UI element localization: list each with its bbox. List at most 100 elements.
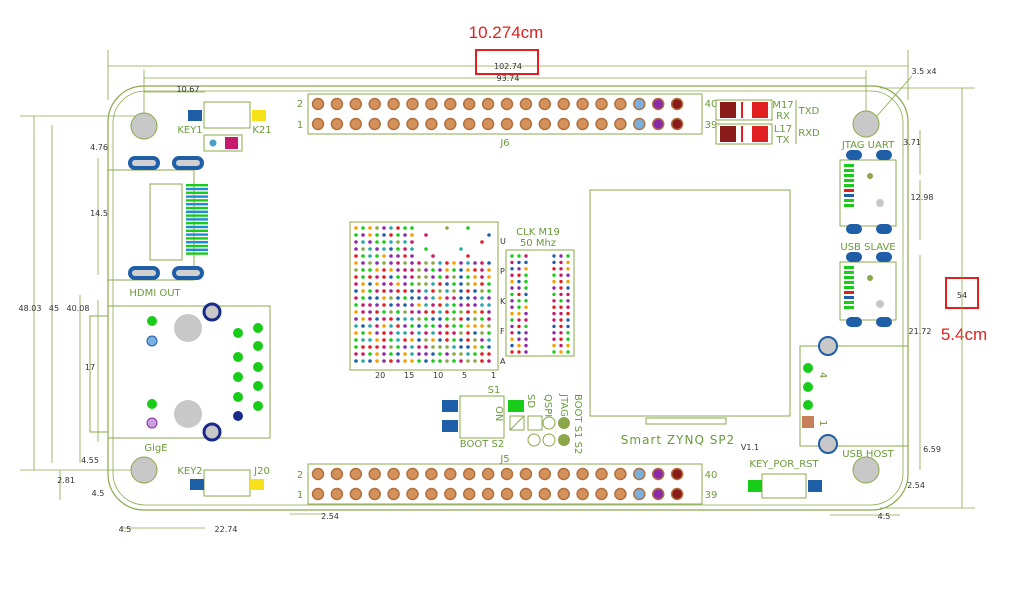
ddr-ball: [524, 254, 528, 258]
rx-label: RX: [776, 111, 790, 122]
bga-ball: [424, 352, 428, 356]
bga-ball: [473, 261, 477, 265]
header-pin: [576, 467, 589, 481]
usb-host-connector: [799, 336, 909, 454]
bga-col-label: 10: [433, 371, 443, 380]
bga-ball: [417, 310, 421, 314]
bga-ball: [452, 310, 456, 314]
bga-ball: [466, 268, 470, 272]
ddr-ball: [566, 299, 570, 303]
ddr-ball: [559, 299, 563, 303]
header-pin: [349, 97, 363, 111]
bga-ball: [445, 226, 449, 230]
ddr-ball: [559, 260, 563, 265]
dim-h-45b: 4.5: [92, 489, 105, 498]
bga-ball: [389, 310, 393, 314]
header-pin: [614, 97, 627, 111]
ddr-ball: [559, 273, 563, 277]
bga-ball: [396, 296, 400, 300]
bga-ball: [389, 303, 393, 307]
header-pin: [670, 97, 684, 111]
dim-h-476: 4.76: [90, 143, 108, 152]
bga-ball: [410, 359, 414, 363]
usb-pin: [844, 179, 854, 182]
bga-ball: [396, 289, 400, 293]
bga-ball: [473, 282, 477, 286]
boot-s2-label: BOOT S2: [460, 439, 504, 450]
bga-ball: [487, 233, 491, 237]
bga-ball: [466, 345, 470, 349]
bga-ball: [375, 331, 379, 335]
hdmi-label: HDMI OUT: [129, 288, 181, 299]
bga-ball: [424, 310, 428, 314]
bga-ball: [445, 359, 449, 363]
bga-ball: [487, 352, 491, 356]
ddr-ball: [552, 343, 556, 348]
bga-ball: [480, 317, 484, 321]
bga-ball: [438, 310, 442, 314]
bga-ball: [354, 352, 358, 356]
bga-ball: [452, 303, 456, 307]
uart-leds: [715, 99, 797, 145]
bga-ball: [487, 331, 491, 335]
bga-ball: [466, 331, 470, 335]
ddr-ball: [524, 299, 528, 303]
bga-ball: [403, 324, 407, 328]
header-pin: [557, 117, 570, 131]
bga-ball: [382, 345, 386, 349]
bga-ball: [480, 303, 484, 307]
header-pin: [500, 467, 514, 481]
hdmi-pin: [186, 187, 208, 191]
ddr-ball: [559, 350, 563, 354]
bga-ball: [445, 303, 449, 307]
bga-ball: [431, 296, 435, 300]
header-pin: [614, 487, 627, 501]
bga-ball: [368, 226, 372, 230]
led-pad-1: [209, 139, 217, 147]
bga-ball: [424, 233, 428, 237]
usb-slave-connector: [839, 252, 897, 327]
bga-ball: [375, 345, 379, 349]
bga-ball: [487, 324, 491, 328]
bga-ball: [466, 226, 470, 230]
bga-ball: [375, 240, 379, 244]
bga-ball: [480, 310, 484, 314]
bga-ball: [403, 296, 407, 300]
ddr-ball: [552, 331, 556, 335]
hdmi-pin: [186, 184, 208, 187]
dim-r-659: 6.59: [923, 445, 941, 454]
bga-ball: [417, 296, 421, 300]
header-pin: [651, 467, 665, 481]
bga-ball: [417, 345, 421, 349]
bga-ball: [445, 338, 449, 342]
bga-ball: [438, 317, 442, 321]
ddr-ball: [566, 286, 570, 290]
bga-ball: [410, 275, 414, 279]
dim-r-45: 4.5: [878, 512, 891, 521]
bga-ball: [396, 303, 400, 307]
bga-ball: [354, 324, 358, 328]
ddr-ball: [524, 305, 528, 309]
bga-ball: [382, 359, 386, 363]
key1-switch: [203, 101, 251, 129]
bga-ball: [375, 268, 379, 272]
ddr-ball: [559, 343, 563, 348]
bga-ball: [389, 282, 393, 286]
bga-ball: [354, 296, 358, 300]
dim-holes: 3.5 x4: [911, 67, 936, 76]
bga-ball: [424, 261, 428, 265]
bga-ball: [361, 317, 365, 321]
ddr-ball: [552, 286, 556, 290]
ddr-ball: [552, 324, 556, 329]
usb-pin: [844, 306, 854, 309]
bga-ball: [417, 317, 421, 321]
bga-ball: [375, 317, 379, 321]
usb-pin: [844, 291, 854, 294]
bga-ball: [459, 359, 463, 363]
mounting-hole-tr: [852, 110, 880, 138]
header-pin: [481, 97, 495, 111]
bga-ball: [403, 317, 407, 321]
bga-ball: [368, 240, 372, 244]
bga-ball: [375, 261, 379, 265]
bga-ball: [431, 345, 435, 349]
